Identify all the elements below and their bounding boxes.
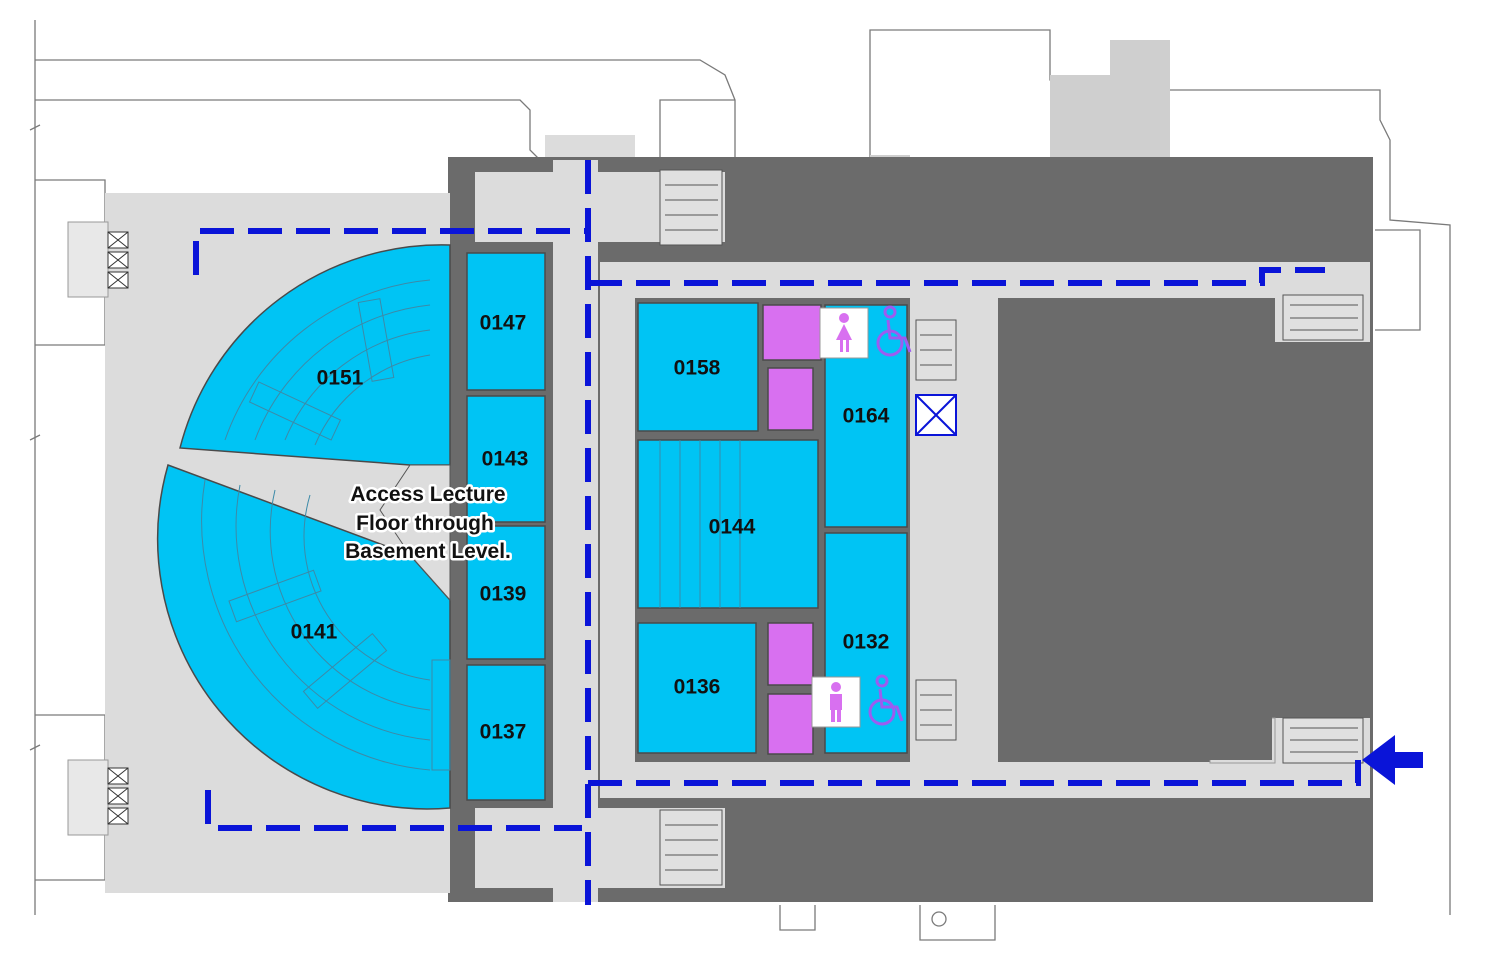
lobby-elevator-icon (107, 231, 129, 825)
accessible-route (193, 160, 1361, 905)
room-0139[interactable] (466, 525, 546, 660)
lecture-halls (156, 244, 451, 810)
room-label-0137: 0137 (480, 721, 527, 744)
room-label-0136: 0136 (674, 676, 721, 699)
room-label-0158: 0158 (674, 357, 721, 380)
womens-restroom[interactable] (762, 304, 822, 361)
restroom-storage-north (767, 367, 814, 431)
access-note-line1: Access Lecture (350, 483, 505, 506)
access-note: Access Lecture Floor through Basement Le… (343, 481, 514, 566)
room-0136[interactable] (637, 622, 757, 754)
room-label-0143: 0143 (482, 448, 529, 471)
wheelchair-icon (876, 305, 912, 357)
room-label-0141: 0141 (291, 621, 338, 644)
room-0141[interactable] (156, 464, 451, 810)
room-label-0132: 0132 (843, 631, 890, 654)
elevator-icon (915, 394, 957, 436)
room-label-0151: 0151 (317, 367, 364, 390)
room-0144[interactable] (637, 439, 819, 609)
room-label-0164: 0164 (843, 405, 890, 428)
entrance-arrow-icon[interactable] (1362, 735, 1423, 785)
classroom-column (466, 252, 546, 801)
exterior-outline (29, 20, 1451, 941)
access-note-line2: Floor through (356, 512, 494, 535)
mens-restroom[interactable] (767, 693, 814, 755)
east-wall-block (1000, 300, 1272, 760)
room-0143[interactable] (466, 395, 546, 523)
womens-restroom-icon (819, 307, 869, 359)
restroom-storage-south (767, 622, 814, 686)
mens-restroom-icon (811, 676, 861, 728)
room-label-0144: 0144 (709, 516, 756, 539)
room-0137[interactable] (466, 664, 546, 801)
room-0147[interactable] (466, 252, 546, 391)
access-note-line3: Basement Level. (345, 540, 511, 563)
room-label-0139: 0139 (480, 583, 527, 606)
room-label-0147: 0147 (480, 312, 527, 335)
room-0158[interactable] (637, 302, 759, 432)
stairwells (659, 169, 1364, 886)
wheelchair-icon (868, 674, 904, 726)
